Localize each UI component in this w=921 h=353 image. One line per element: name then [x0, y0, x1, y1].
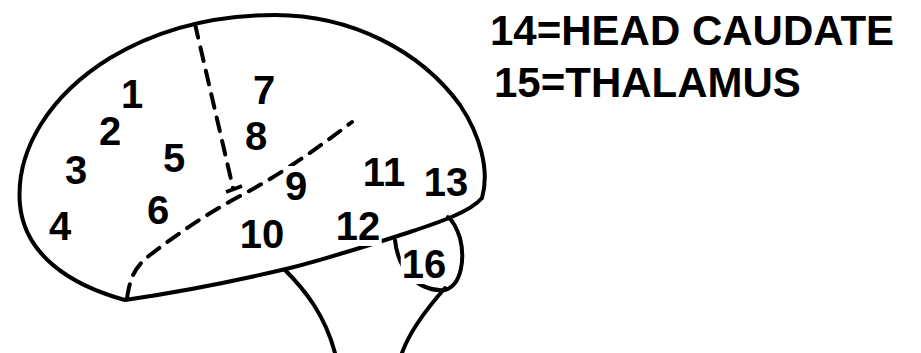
key-text: 14=HEAD CAUDATE — [490, 10, 894, 52]
sulcus-tick — [226, 186, 242, 192]
callout-number: 4 — [48, 206, 72, 246]
callout-number: 9 — [284, 166, 308, 206]
callout-number: 3 — [64, 150, 88, 190]
callout-number: 11 — [362, 152, 406, 192]
brainstem-line — [402, 288, 445, 353]
brainstem-line — [285, 270, 335, 353]
key-text: 15=THALAMUS — [494, 62, 801, 104]
callout-number: 12 — [335, 206, 382, 246]
callout-number: 5 — [162, 138, 186, 178]
lateral-fissure — [127, 122, 352, 298]
callout-number: 8 — [244, 116, 268, 156]
callout-number: 2 — [98, 111, 122, 151]
callout-number: 10 — [239, 214, 286, 254]
callout-number: 7 — [252, 70, 276, 110]
cerebellum-outline — [395, 217, 462, 290]
callout-number: 6 — [146, 190, 170, 230]
callout-number: 16 — [401, 244, 448, 284]
callout-number: 1 — [120, 74, 144, 114]
central-sulcus — [195, 24, 233, 188]
callout-number: 13 — [423, 162, 470, 202]
brain-outline — [20, 15, 485, 300]
